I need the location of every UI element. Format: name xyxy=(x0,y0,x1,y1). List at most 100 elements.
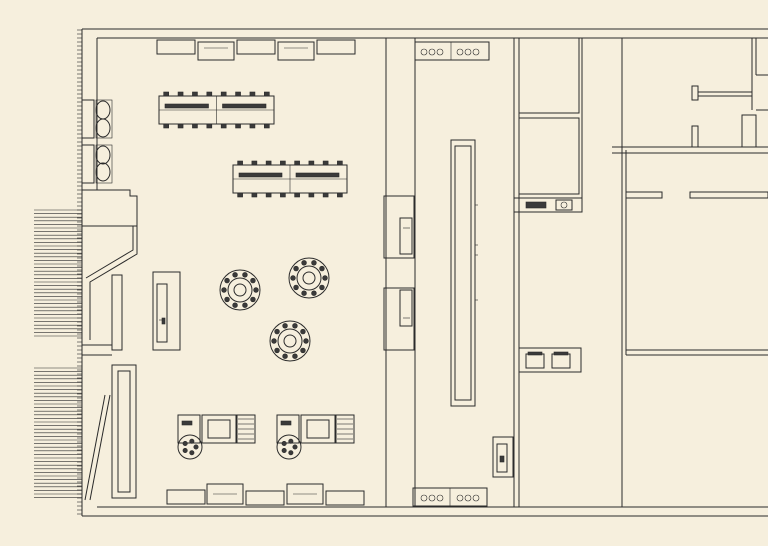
chair xyxy=(177,91,184,97)
chair xyxy=(192,123,198,129)
shelf xyxy=(335,414,355,444)
stair-lower xyxy=(34,367,83,498)
storage-box xyxy=(518,347,582,373)
restroom-fixtures xyxy=(81,99,113,184)
bottom-cabinets xyxy=(166,483,365,506)
chair xyxy=(189,450,195,456)
chair xyxy=(322,160,329,166)
lounge-group-1 xyxy=(177,414,256,460)
chair xyxy=(264,123,270,129)
chair xyxy=(249,91,256,97)
chair xyxy=(311,260,317,266)
chair xyxy=(192,91,198,97)
chair xyxy=(220,123,227,129)
chair xyxy=(224,296,230,303)
lounge-table xyxy=(300,414,336,444)
table-outer xyxy=(269,320,311,362)
chair xyxy=(206,123,213,129)
chair xyxy=(294,160,300,166)
chair xyxy=(301,260,307,266)
chair xyxy=(265,192,272,198)
chair xyxy=(290,275,296,281)
top-counter xyxy=(414,41,490,61)
chair xyxy=(206,91,213,97)
chair xyxy=(181,420,193,426)
workstation-row-2 xyxy=(232,160,348,198)
workstation-row-1 xyxy=(158,91,275,129)
chair xyxy=(249,123,256,129)
chair xyxy=(189,438,195,444)
table-top xyxy=(296,265,322,291)
chair xyxy=(292,444,298,450)
chair xyxy=(281,440,287,446)
round-seat xyxy=(177,434,203,460)
chair xyxy=(237,192,243,198)
chair xyxy=(280,420,292,426)
chair xyxy=(250,296,256,303)
chair xyxy=(274,347,280,354)
chair xyxy=(319,265,325,272)
chair xyxy=(322,275,328,281)
reception-counter xyxy=(152,271,181,351)
table-top xyxy=(227,277,253,303)
chair xyxy=(281,448,287,454)
chair xyxy=(193,444,199,450)
monitor-bar xyxy=(222,103,267,109)
entrance-structure xyxy=(82,189,138,501)
chair xyxy=(251,192,258,198)
chair xyxy=(242,272,248,278)
chair xyxy=(282,353,288,359)
side-panel xyxy=(177,414,201,444)
chair xyxy=(237,160,243,166)
chair xyxy=(288,438,294,444)
chair xyxy=(337,160,343,166)
chair xyxy=(242,302,248,308)
bottom-counter xyxy=(412,487,488,507)
chair xyxy=(292,323,298,329)
table-center xyxy=(302,271,316,285)
chair xyxy=(280,192,286,198)
chair xyxy=(282,323,288,329)
table-center xyxy=(283,334,297,348)
chair xyxy=(301,290,307,296)
chair xyxy=(265,160,272,166)
chair xyxy=(280,160,286,166)
chair xyxy=(308,192,315,198)
chair xyxy=(220,91,227,97)
chair xyxy=(311,290,317,296)
stair-upper xyxy=(34,209,83,338)
chair xyxy=(271,338,277,344)
side-unit xyxy=(492,436,514,478)
chair xyxy=(293,265,299,272)
right-rooms xyxy=(513,37,768,507)
table-center xyxy=(233,283,247,297)
chair xyxy=(235,91,241,97)
chair xyxy=(264,91,270,97)
monitor-bar xyxy=(238,172,283,178)
chair xyxy=(253,287,259,293)
chair xyxy=(274,328,280,335)
monitor-bar xyxy=(164,103,209,109)
table-outer xyxy=(288,257,330,299)
side-panel xyxy=(276,414,300,444)
chair xyxy=(182,440,188,446)
chair xyxy=(182,448,188,454)
chair xyxy=(177,123,184,129)
chair xyxy=(300,347,306,354)
chair xyxy=(337,192,343,198)
chair xyxy=(250,277,256,284)
lounge-table-top xyxy=(207,419,231,439)
round-table-3 xyxy=(269,320,311,362)
chair xyxy=(292,353,298,359)
chair xyxy=(232,272,238,278)
chair xyxy=(221,287,227,293)
chair xyxy=(288,450,294,456)
chair xyxy=(322,192,329,198)
chair xyxy=(319,284,325,291)
corridor xyxy=(383,38,416,507)
central-strip xyxy=(450,38,520,507)
chair xyxy=(232,302,238,308)
chair xyxy=(293,284,299,291)
